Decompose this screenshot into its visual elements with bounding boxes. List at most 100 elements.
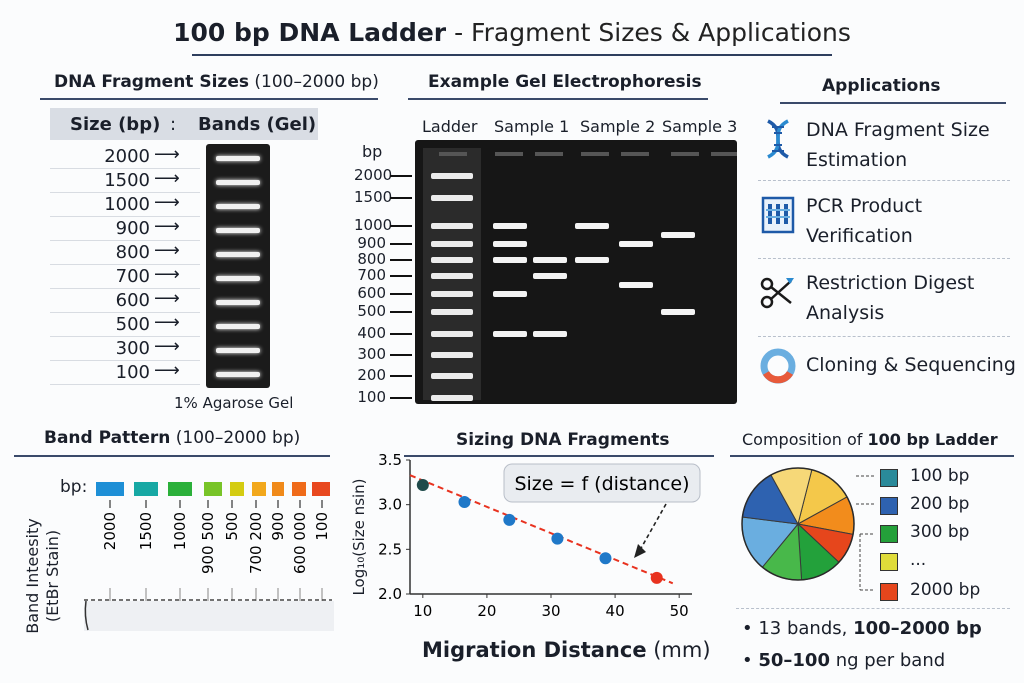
band-tick-label: 500	[223, 512, 241, 541]
pie-slices	[741, 467, 855, 581]
gel-image	[415, 140, 737, 404]
page-title: 100 bp DNA Ladder - Fragment Sizes & App…	[0, 18, 1024, 47]
app-item-restriction: Restriction Digest Analysis	[758, 268, 1010, 328]
sample-band	[575, 257, 609, 263]
gel-caption: 1% Agarose Gel	[174, 394, 294, 412]
size-row-divider	[50, 240, 200, 241]
sizing-heading: Sizing DNA Fragments	[456, 430, 670, 450]
band-chip	[168, 482, 192, 496]
composition-heading-rule	[730, 455, 1014, 457]
applications-heading: Applications	[822, 76, 941, 96]
composition-divider	[736, 608, 1010, 609]
app-divider	[758, 180, 1010, 181]
gel-marker-label: 1500	[354, 188, 393, 206]
sample-band	[493, 241, 527, 247]
sizing-point	[503, 513, 516, 526]
mini-gel-band	[216, 180, 260, 185]
composition-heading: Composition of 100 bp Ladder	[742, 430, 998, 449]
gel-marker-label: 800	[357, 250, 386, 268]
sample-band	[493, 291, 527, 297]
lane-label: Sample 2	[580, 117, 656, 136]
size-arrow: ⟶	[154, 336, 180, 357]
size-row-divider	[50, 336, 200, 337]
sizing-fit-line	[409, 474, 674, 585]
mini-gel-band	[216, 228, 260, 233]
col-separator: :	[170, 114, 177, 135]
band-chip	[204, 482, 222, 496]
fragment-sizes-heading: DNA Fragment Sizes (100–2000 bp)	[54, 72, 379, 92]
band-tick-label: 2000	[101, 512, 119, 550]
app-label-pcr: PCR Product Verification	[806, 195, 923, 247]
band-chip	[230, 482, 244, 496]
sample-band	[493, 257, 527, 263]
lane-label: Sample 1	[494, 117, 570, 136]
size-row-divider	[50, 384, 200, 385]
formula-arrow	[639, 503, 667, 551]
band-tick-label: 900	[269, 512, 287, 541]
sizing-xlabel: Migration Distance (mm)	[422, 638, 711, 662]
gel-bp-label: bp	[362, 142, 383, 161]
col-size-header: Size (bp)	[70, 114, 161, 135]
legend-label: 100 bp	[910, 466, 970, 486]
size-label: 600	[115, 290, 150, 311]
legend-connectors	[856, 475, 874, 591]
gel-marker-label: 200	[357, 366, 386, 384]
sizing-point	[599, 552, 612, 565]
legend-label: 200 bp	[910, 494, 970, 514]
plasmid-icon	[760, 348, 796, 384]
formula-box	[503, 463, 701, 503]
gel-well	[535, 152, 563, 156]
app-label-cloning: Cloning & Sequencing	[806, 354, 1016, 376]
band-tick-label: 1500	[137, 512, 155, 550]
band-tick-label: 600 000	[291, 512, 309, 574]
size-label: 300	[115, 338, 150, 359]
gel-marker-arrow	[390, 225, 412, 227]
gel-marker-arrow	[390, 293, 412, 295]
size-arrow: ⟶	[154, 240, 180, 261]
mini-gel-band	[216, 252, 260, 257]
ladder-band	[431, 173, 473, 179]
gel-marker-arrow	[390, 259, 412, 261]
scissors-icon	[760, 277, 794, 309]
band-tick-label: 100	[313, 512, 331, 541]
gel-well	[671, 152, 699, 156]
app-label-restriction: Restriction Digest Analysis	[806, 272, 975, 324]
composition-bullet-2: • 50–100 ng per band	[742, 650, 946, 671]
size-arrow: ⟶	[154, 144, 180, 165]
sizing-x-tick-label: 10	[413, 602, 432, 620]
size-row-divider	[50, 288, 200, 289]
legend-swatch	[880, 525, 898, 543]
app-divider	[758, 258, 1010, 259]
composition-heading-a: Composition of	[742, 430, 868, 449]
mini-gel-band	[216, 276, 260, 281]
band-chip	[134, 482, 158, 496]
band-tick-label: 900 500	[199, 512, 217, 574]
size-row-divider	[50, 216, 200, 217]
gel-well	[581, 152, 609, 156]
size-label: 700	[115, 266, 150, 287]
ladder-band	[431, 395, 473, 401]
band-pattern-chips	[96, 482, 330, 496]
legend-label: 2000 bp	[910, 580, 981, 600]
size-label: 500	[115, 314, 150, 335]
sample-band	[493, 223, 527, 229]
band-chip	[272, 482, 284, 496]
ladder-band	[431, 291, 473, 297]
app-item-pcr: PCR Product Verification	[758, 191, 1010, 251]
gel-well	[439, 152, 467, 156]
legend-swatch	[880, 497, 898, 515]
size-arrow: ⟶	[154, 288, 180, 309]
fragment-heading-rule	[40, 98, 378, 100]
ladder-band	[431, 195, 473, 201]
fragment-table-header: Size (bp) : Bands (Gel)	[50, 108, 318, 140]
mini-gel-band	[216, 348, 260, 353]
gel-marker-arrow	[390, 197, 412, 199]
title-sub: - Fragment Sizes & Applications	[446, 18, 851, 47]
legend-swatch	[880, 469, 898, 487]
size-row-divider	[50, 264, 200, 265]
band-tick-label: 700 200	[247, 512, 265, 574]
sample-band	[619, 282, 653, 288]
band-pattern-heading: Band Pattern (100–2000 bp)	[44, 428, 300, 448]
